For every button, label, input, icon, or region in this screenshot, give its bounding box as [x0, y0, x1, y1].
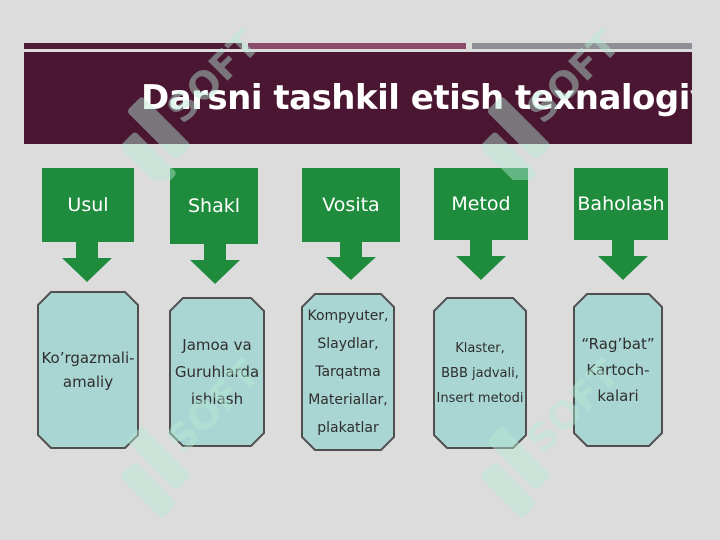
card-shape: [37, 291, 139, 449]
header-metod: Metod: [434, 168, 528, 240]
svg-text:SOFT: SOFT: [518, 22, 628, 132]
card-text: Jamoa va Guruhlarda ishlash: [174, 335, 260, 408]
header-vosita: Vosita: [302, 168, 400, 242]
card-shape: [573, 293, 663, 447]
top-bar-segment-3: [472, 43, 692, 49]
header-shakl: Shakl: [170, 168, 258, 244]
arrow-down-icon: [456, 240, 506, 280]
header-usul: Usul: [42, 168, 134, 242]
header-label: Shakl: [187, 195, 241, 217]
card-text: Kompyuter, Slaydlar, Tarqatma Materialla…: [307, 308, 389, 436]
top-bar-segment-1: [24, 43, 242, 49]
card-text: Ko’rgazmali- amaliy: [41, 349, 135, 391]
watermark-logo-icon: SOFT: [480, 352, 628, 518]
card-usul: Ko’rgazmali- amaliy: [36, 290, 140, 450]
svg-text:SOFT: SOFT: [158, 22, 268, 132]
arrow-down-icon: [190, 244, 240, 284]
svg-text:SOFT: SOFT: [158, 352, 268, 462]
arrow-down-icon: [62, 242, 112, 282]
watermark-logo-icon: SOFT: [120, 22, 268, 180]
watermark-logo-icon: SOFT: [480, 22, 628, 180]
header-label: Vosita: [322, 194, 380, 216]
title-banner: Darsni tashkil etish texnalogiyas: [24, 52, 692, 144]
arrow-down-icon: [598, 240, 648, 280]
arrow-down-icon: [326, 242, 376, 280]
card-shape: [169, 297, 265, 447]
header-label: Usul: [67, 194, 109, 216]
card-vosita: Kompyuter, Slaydlar, Tarqatma Materialla…: [300, 292, 396, 452]
watermark-logo-icon: SOFT: [120, 352, 268, 518]
header-label: Metod: [451, 193, 511, 215]
card-shape: [301, 293, 395, 451]
card-shakl: Jamoa va Guruhlarda ishlash: [168, 296, 266, 448]
header-baholash: Baholash: [574, 168, 668, 240]
card-metod: Klaster, BBB jadvali, Insert metodi: [432, 296, 528, 450]
card-baholash: “Rag’bat” Kartoch- kalari: [572, 292, 664, 448]
top-bar-segment-2: [248, 43, 466, 49]
header-label: Baholash: [577, 193, 665, 215]
card-text: “Rag’bat” Kartoch- kalari: [581, 335, 655, 405]
slide-title: Darsni tashkil etish texnalogiyas: [141, 78, 692, 118]
card-text: Klaster, BBB jadvali, Insert metodi: [436, 340, 524, 406]
card-shape: [433, 297, 527, 449]
svg-text:SOFT: SOFT: [518, 352, 628, 462]
